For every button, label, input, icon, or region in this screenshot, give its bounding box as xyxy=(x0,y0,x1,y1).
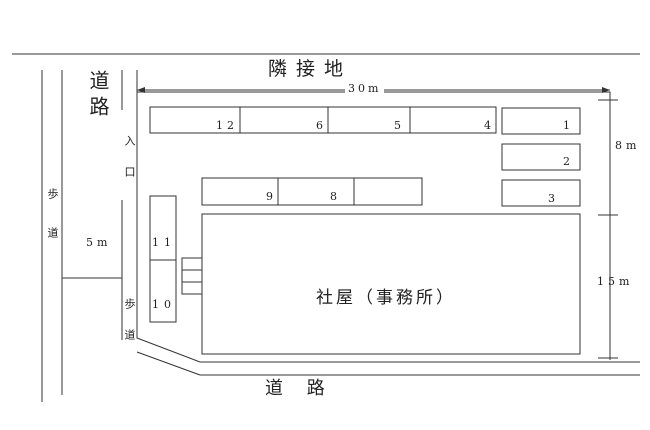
entrance-label: 入口 xyxy=(123,135,136,197)
space-label-9: 9 xyxy=(266,190,273,203)
road-top-label: 道路 xyxy=(86,70,110,122)
arrow-left-30m xyxy=(137,87,145,93)
parking-space-6 xyxy=(239,106,329,134)
space-label-12: 12 xyxy=(216,119,238,132)
space-label-4: 4 xyxy=(484,119,491,132)
dimension-15m: 15m xyxy=(597,275,634,288)
space-label-5: 5 xyxy=(394,119,401,132)
parking-space-4 xyxy=(409,106,497,134)
sidewalk-left-label: 歩道 xyxy=(46,188,59,266)
space-label-10: 10 xyxy=(152,298,176,311)
space-label-11: 11 xyxy=(152,236,176,249)
arrow-right-30m xyxy=(602,87,610,93)
space-label-8: 8 xyxy=(330,190,337,203)
parking-space-10 xyxy=(149,259,177,323)
dimension-5m: 5m xyxy=(86,236,112,249)
parking-space-3 xyxy=(501,179,581,207)
neighbor-land-label: 隣接地 xyxy=(268,58,353,80)
parking-space-11 xyxy=(149,195,177,261)
dimension-30m: 30m xyxy=(345,83,385,94)
space-label-1: 1 xyxy=(563,119,570,132)
office-label: 社屋（事務所） xyxy=(316,288,456,308)
space-label-6: 6 xyxy=(316,119,323,132)
dimension-8m: 8m xyxy=(615,139,641,152)
road-bottom-label: 道 路 xyxy=(265,378,334,399)
site-outline-lower-left xyxy=(136,190,640,363)
parking-space-2 xyxy=(501,143,581,171)
road-bottom-line xyxy=(136,351,201,376)
office-building xyxy=(201,213,581,355)
parking-space-8 xyxy=(277,177,355,206)
entrance-steps xyxy=(181,257,203,295)
space-label-3: 3 xyxy=(548,192,555,205)
parking-space-blank xyxy=(353,177,423,206)
parking-space-1 xyxy=(501,107,581,135)
sidewalk-right-label: 歩道 xyxy=(123,298,136,360)
site-outline xyxy=(136,70,611,360)
space-label-2: 2 xyxy=(563,155,570,168)
